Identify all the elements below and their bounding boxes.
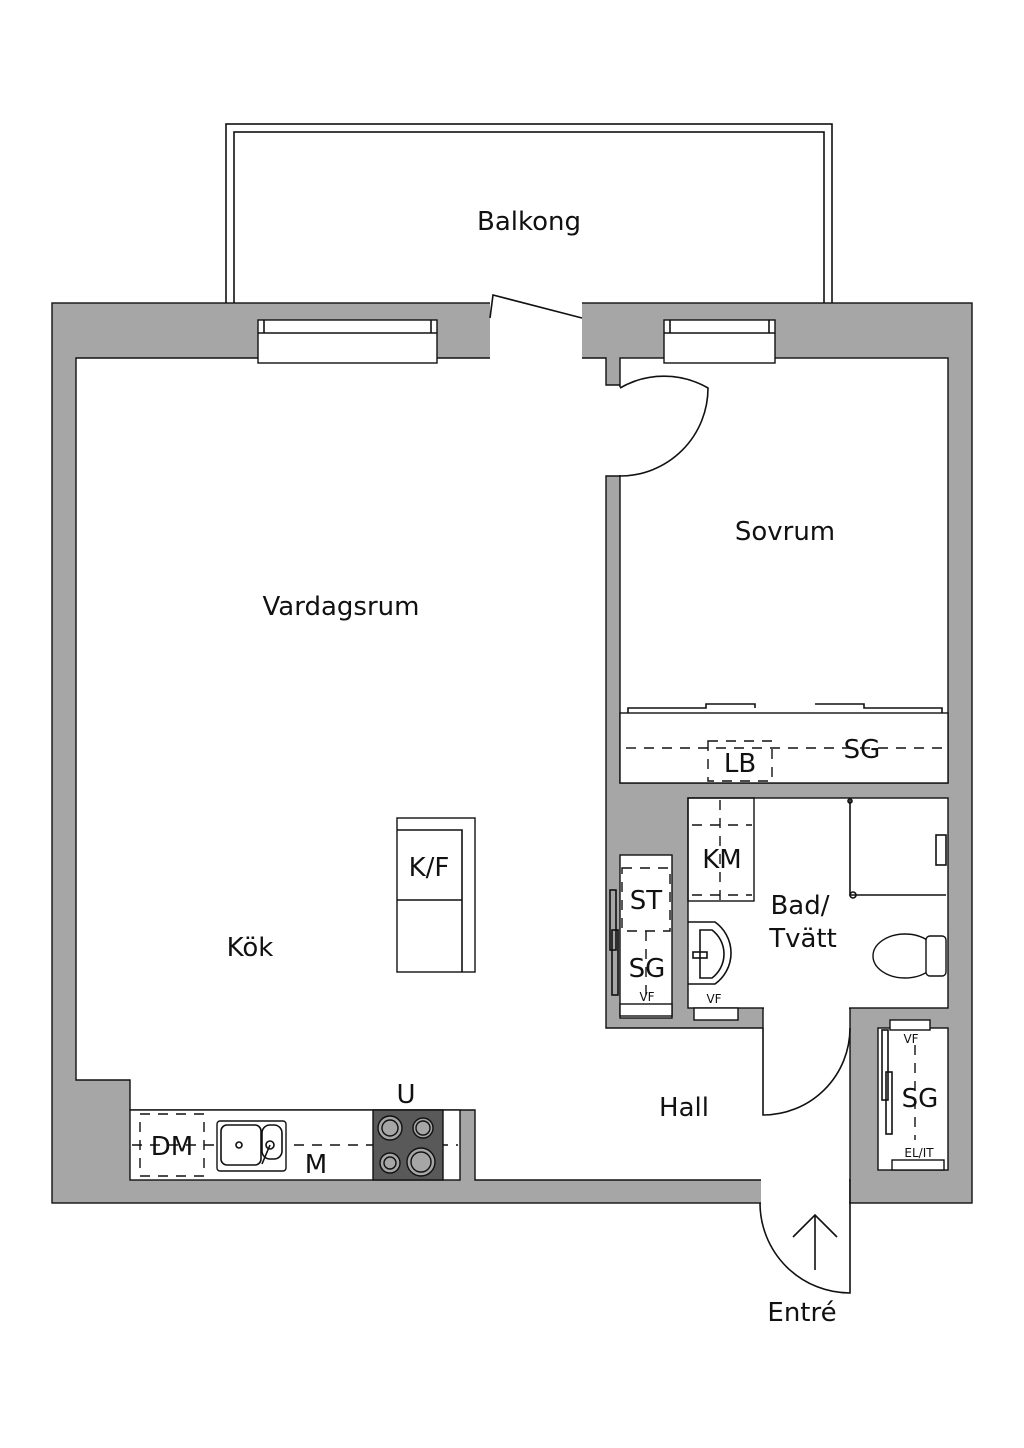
- kitchen-sink: [216, 1120, 287, 1172]
- balcony-door[interactable]: [489, 293, 583, 319]
- room-label-bath-2: Tvätt: [768, 924, 837, 954]
- hall-wardrobe: [881, 1019, 945, 1171]
- bedroom-floor: [619, 357, 949, 784]
- room-label-living: Vardagsrum: [263, 592, 420, 622]
- drying-cabinet: [609, 867, 673, 1017]
- balcony: [225, 123, 833, 319]
- window: [257, 319, 438, 364]
- fixture-label-vf-left: VF: [639, 990, 654, 1004]
- fixture-label-sg-left: SG: [629, 954, 666, 984]
- fixture-label-lb: LB: [724, 749, 756, 779]
- fixture-label-kf: K/F: [409, 853, 450, 883]
- room-label-bath-1: Bad/: [770, 891, 829, 921]
- bedroom-wardrobe: [619, 703, 949, 784]
- room-label-entrance: Entré: [767, 1298, 836, 1328]
- bedroom-door[interactable]: [619, 375, 709, 477]
- washing-machine: [687, 797, 755, 902]
- fixture-label-vf-bath: VF: [706, 992, 721, 1006]
- window: [663, 319, 776, 364]
- sink: [688, 921, 732, 985]
- fixture-label-el-it: EL/IT: [904, 1146, 934, 1160]
- fixture-label-m: M: [305, 1150, 327, 1180]
- room-label-balcony: Balkong: [477, 207, 581, 237]
- room-label-kitchen: Kök: [227, 933, 274, 963]
- entrance-arrow-icon: [792, 1213, 838, 1270]
- toilet: [872, 933, 947, 979]
- room-label-hall: Hall: [659, 1093, 709, 1123]
- fixture-label-sg-right: SG: [902, 1084, 939, 1114]
- fixture-label-km: KM: [702, 845, 741, 875]
- fixture-label-vf-right: VF: [903, 1032, 918, 1046]
- room-label-bedroom: Sovrum: [735, 517, 835, 547]
- shower: [847, 798, 947, 899]
- hob: [372, 1109, 444, 1181]
- fridge-freezer: [396, 817, 476, 973]
- fixture-label-sg-bedroom: SG: [844, 735, 881, 765]
- fixture-label-oven: U: [396, 1080, 415, 1110]
- bathroom-door[interactable]: [762, 1027, 851, 1116]
- fixture-label-dm: DM: [151, 1132, 193, 1162]
- fixture-label-st: ST: [630, 886, 663, 916]
- entrance-door[interactable]: [759, 1180, 851, 1294]
